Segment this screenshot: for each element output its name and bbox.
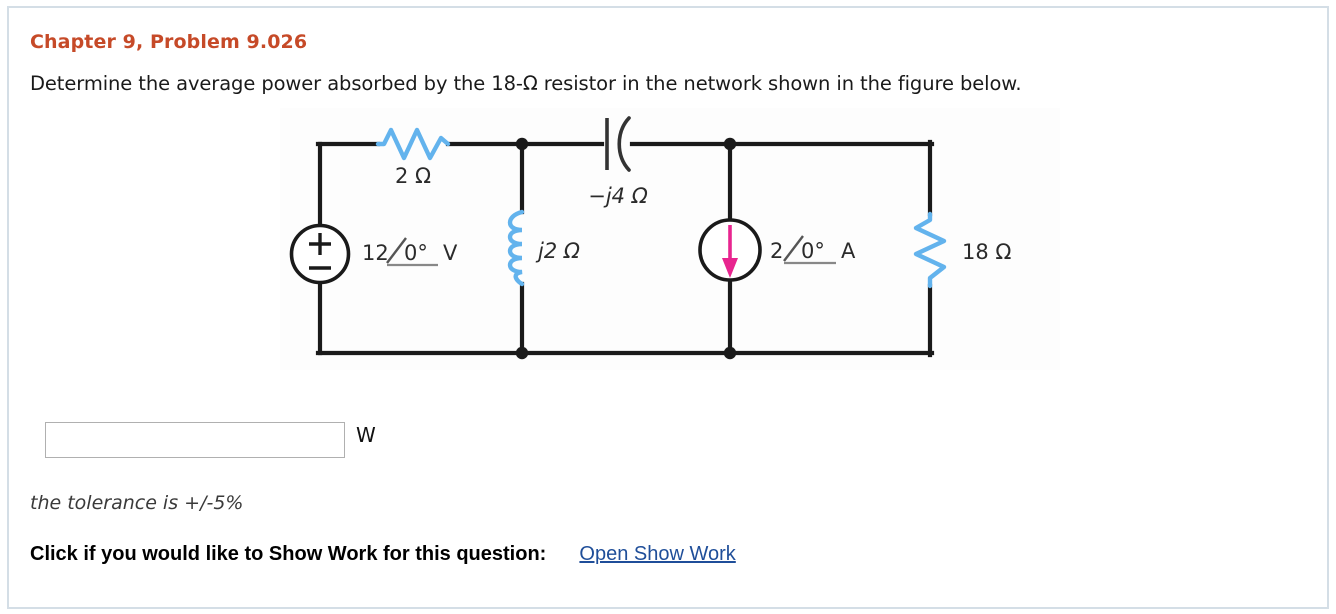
circuit-junction-dots bbox=[515, 137, 737, 360]
node-dot-top-middle bbox=[515, 137, 529, 151]
voltage-source-angle: 0° bbox=[404, 241, 428, 265]
node-dot-top-right bbox=[723, 137, 737, 151]
inductor-j2-ohm-coil bbox=[507, 209, 525, 287]
answer-input[interactable] bbox=[45, 422, 345, 458]
page-title: Chapter 9, Problem 9.026 bbox=[30, 31, 308, 53]
capacitor-curved-plate bbox=[617, 116, 631, 172]
resistor-18-ohm bbox=[913, 211, 947, 289]
current-source-2a bbox=[698, 218, 762, 282]
question-prompt: Determine the average power absorbed by … bbox=[30, 72, 1022, 95]
voltage-source-label: 12 0° V bbox=[362, 237, 458, 267]
circuit-figure: 2 Ω 12 0° V j2 Ω −j4 Ω 2 0° bbox=[280, 108, 1060, 370]
circuit-wires bbox=[315, 139, 935, 358]
current-source-magnitude: 2 bbox=[770, 239, 783, 263]
resistor-18-ohm-zigzag bbox=[913, 211, 947, 289]
voltage-source-12v bbox=[289, 223, 351, 285]
node-dot-bottom-right bbox=[723, 346, 737, 360]
resistor-18-ohm-label: 18 Ω bbox=[962, 240, 1011, 264]
current-source-angle: 0° bbox=[801, 239, 825, 263]
capacitor-minus-j4-ohm-label: −j4 Ω bbox=[588, 184, 648, 208]
resistor-2-ohm-label: 2 Ω bbox=[395, 164, 431, 188]
voltage-angle-slash-icon bbox=[386, 237, 407, 264]
voltage-source-magnitude: 12 bbox=[362, 241, 389, 265]
resistor-2-ohm bbox=[375, 127, 451, 161]
circuit-diagram-svg: 2 Ω 12 0° V j2 Ω −j4 Ω 2 0° bbox=[289, 116, 1011, 360]
current-source-arrow-head bbox=[722, 258, 738, 278]
current-angle-slash-icon bbox=[783, 235, 804, 262]
show-work-row: Click if you would like to Show Work for… bbox=[30, 543, 736, 566]
open-show-work-link[interactable]: Open Show Work bbox=[579, 543, 736, 565]
show-work-label: Click if you would like to Show Work for… bbox=[30, 543, 547, 565]
current-source-label: 2 0° A bbox=[770, 235, 856, 265]
node-dot-bottom-middle bbox=[515, 346, 529, 360]
capacitor-minus-j4-ohm bbox=[605, 116, 631, 172]
inductor-j2-ohm bbox=[507, 209, 525, 287]
tolerance-note: the tolerance is +/-5% bbox=[30, 492, 244, 514]
voltage-source-unit: V bbox=[443, 241, 458, 265]
answer-unit-label: W bbox=[356, 423, 376, 447]
current-source-unit: A bbox=[841, 239, 856, 263]
inductor-j2-ohm-label: j2 Ω bbox=[535, 239, 580, 263]
resistor-2-ohm-zigzag bbox=[375, 127, 451, 161]
